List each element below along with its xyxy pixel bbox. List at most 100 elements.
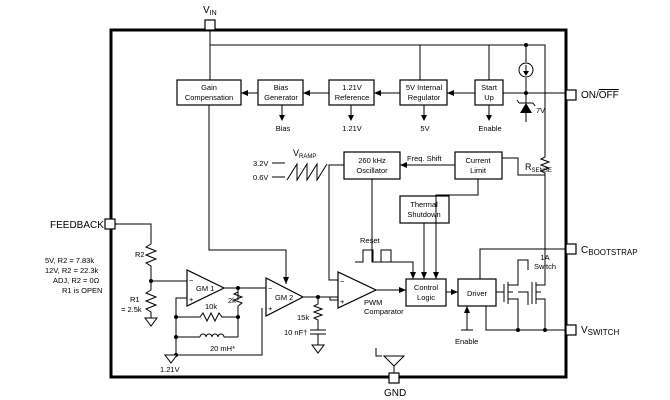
startup-block xyxy=(474,79,504,106)
r1-label: R1 xyxy=(130,295,140,304)
ramp-to-pwm xyxy=(328,164,344,281)
ramp-low-label: 0.6V xyxy=(253,173,268,182)
ground-icon-3 xyxy=(311,344,325,354)
pulse-waveform-icon xyxy=(355,249,398,263)
inductor xyxy=(176,333,238,338)
svg-text:Current: Current xyxy=(465,156,491,165)
driver-block xyxy=(457,278,497,307)
zener-diode-icon xyxy=(516,99,536,122)
r1-value-label: = 2.5k xyxy=(121,305,142,314)
svg-text:Reference: Reference xyxy=(335,93,370,102)
r10k-resistor xyxy=(176,311,238,323)
bootstrap-line xyxy=(479,248,566,279)
svg-text:−: − xyxy=(189,276,194,285)
svg-text:Up: Up xyxy=(484,93,494,102)
svg-text:Start: Start xyxy=(481,83,498,92)
svg-text:+: + xyxy=(189,295,194,304)
gm2-label: GM 2 xyxy=(275,293,293,302)
ic-package-outline xyxy=(109,28,568,379)
r10k-label: 10k xyxy=(205,302,217,311)
rsense-label: RSENSE xyxy=(525,162,552,174)
vin-rail xyxy=(209,30,546,152)
svg-text:260 kHz: 260 kHz xyxy=(358,156,386,165)
mosfet-icon xyxy=(496,259,529,330)
bias-generator-block xyxy=(257,79,304,106)
svg-text:+: + xyxy=(268,304,273,313)
feedback-pin-label: FEEDBACK xyxy=(50,220,104,231)
svg-text:Generator: Generator xyxy=(264,93,298,102)
gain-compensation-block xyxy=(176,79,242,106)
svg-text:Oscillator: Oscillator xyxy=(356,166,388,175)
svg-text:Thermal: Thermal xyxy=(410,200,438,209)
svg-text:Control: Control xyxy=(414,283,439,292)
svg-text:1.21V: 1.21V xyxy=(342,83,362,92)
zener-label: 7V xyxy=(536,106,545,115)
control-logic-block xyxy=(405,278,447,307)
gm2-amplifier xyxy=(265,277,305,317)
enable-top-label: Enable xyxy=(478,124,501,133)
ramp-high-label: 3.2V xyxy=(253,159,268,168)
r2k-resistor xyxy=(232,291,244,307)
r2-label: R2 xyxy=(135,250,145,259)
svg-text:Driver: Driver xyxy=(467,289,488,298)
bottom-1v21-label: 1.21V xyxy=(160,365,180,374)
climit-to-control xyxy=(435,179,479,279)
svg-text:−: − xyxy=(340,277,345,286)
feedback-note-4: R1 is OPEN xyxy=(62,286,102,295)
bootstrap-pin-label: CBOOTSTRAP xyxy=(581,245,638,257)
reset-label: Reset xyxy=(360,236,381,245)
vramp-label: VRAMP xyxy=(293,148,316,160)
feedback-note-2: 12V, R2 = 22.3k xyxy=(45,266,99,275)
regulator-block xyxy=(399,79,448,106)
svg-text:5V Internal: 5V Internal xyxy=(406,83,443,92)
gm1-label: GM 1 xyxy=(196,284,214,293)
pwm-label-1: PWM xyxy=(364,298,382,307)
svg-text:Regulator: Regulator xyxy=(408,93,441,102)
osc-to-control xyxy=(371,179,414,279)
pwm-comparator xyxy=(337,271,378,309)
oscillator-block xyxy=(343,151,401,180)
vin-pin xyxy=(204,19,216,31)
on-off-pin xyxy=(565,89,577,101)
rsense-resistor xyxy=(539,152,551,240)
on-off-pin-label: ON/OFF xyxy=(581,90,619,101)
svg-text:Bias: Bias xyxy=(274,83,289,92)
current-source-icon xyxy=(518,62,534,78)
vin-pin-label: VIN xyxy=(203,5,217,17)
reg-output-label: 5V xyxy=(420,124,429,133)
feedback-line xyxy=(115,223,152,244)
feedback-note-1: 5V, R2 = 7.83k xyxy=(45,256,94,265)
bootstrap-pin xyxy=(565,243,577,255)
ground-icon-2 xyxy=(164,354,178,364)
thermal-shutdown-block xyxy=(399,195,450,224)
c10nf-label: 10 nF† xyxy=(284,328,307,337)
enable-bottom-label: Enable xyxy=(455,337,478,346)
vswitch-line xyxy=(485,306,566,331)
bias-output-label: Bias xyxy=(276,124,291,133)
vswitch-pin xyxy=(565,324,577,336)
reference-block xyxy=(328,79,375,106)
svg-text:Logic: Logic xyxy=(417,293,435,302)
r2k-label: 2k xyxy=(228,296,236,305)
r15k-label: 15k xyxy=(297,313,309,322)
gain-to-gm2 xyxy=(208,105,287,284)
inductor-label: 20 mH* xyxy=(210,344,235,353)
r2-resistor xyxy=(144,243,158,272)
ramp-waveform-icon xyxy=(286,162,328,182)
capacitor xyxy=(310,329,326,345)
ground-icon-4 xyxy=(382,355,406,367)
ground-icon xyxy=(144,317,158,327)
gnd-pin xyxy=(388,372,400,384)
feedback-note-3: ADJ, R2 = 0Ω xyxy=(53,276,100,285)
svg-text:+: + xyxy=(340,297,345,306)
r1-resistor xyxy=(144,289,158,318)
svg-text:−: − xyxy=(268,284,273,293)
freq-shift-label: Freq. Shift xyxy=(407,154,443,163)
feedback-pin xyxy=(104,218,116,230)
gnd-pin-label: GND xyxy=(384,388,406,399)
pwm-label-2: Comparator xyxy=(364,307,404,316)
mosfet-icon-2 xyxy=(518,240,546,330)
svg-text:Shutdown: Shutdown xyxy=(407,210,440,219)
vswitch-pin-label: VSWITCH xyxy=(581,325,619,337)
